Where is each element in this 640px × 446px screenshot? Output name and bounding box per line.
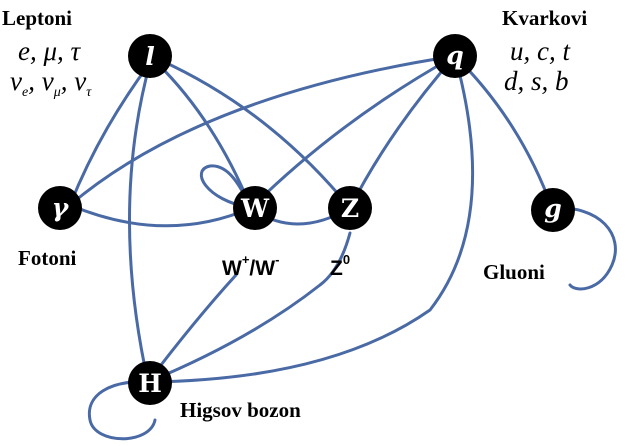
photon-node: γ (38, 186, 82, 230)
higgs-label: Higsov bozon (180, 398, 301, 422)
quark-node: q (433, 34, 477, 78)
z-node: Z (328, 186, 372, 230)
w-label-minus: - (275, 252, 280, 267)
edge-lepton-z (158, 58, 352, 210)
lepton-nu-e: v (10, 66, 22, 96)
edge-z-higgs (146, 231, 352, 384)
leptons-row2: ve, vμ, vτ (10, 66, 92, 100)
edge-lepton-higgs (128, 61, 152, 384)
z-label-zero: 0 (342, 252, 351, 267)
edge-lepton-w (155, 61, 253, 210)
z-symbol: Z (341, 194, 359, 223)
edge-quark-z (348, 54, 457, 210)
z-boson-label: Z0 (330, 252, 350, 281)
lepton-node: l (128, 34, 172, 78)
edge-higgs-self-loop (87, 380, 157, 441)
quark-symbol: q (446, 41, 463, 70)
lepton-symbol: l (145, 42, 155, 71)
higgs-symbol: H (138, 369, 162, 398)
higgs-node: H (128, 361, 172, 405)
gluon-symbol: g (544, 194, 561, 223)
lepton-nu-e-sub: e (21, 85, 29, 100)
w-node: W (233, 186, 277, 230)
photon-symbol: γ (52, 193, 70, 222)
z-label-base: Z (330, 257, 343, 280)
quarks-row2: d, s, b (504, 66, 569, 96)
gluon-label: Gluoni (483, 260, 545, 284)
edge-photon-w (68, 203, 253, 228)
edge-photon-quark (68, 54, 457, 207)
w-boson-label: W+/W- (222, 252, 279, 281)
edge-quark-higgs (146, 54, 475, 384)
lepton-nu-mu-sub: μ (53, 85, 61, 100)
edge-quark-w (249, 54, 457, 210)
w-label-mid: /W (249, 257, 276, 280)
leptons-row1: e, μ, τ (18, 36, 81, 66)
lepton-nu-mu: v (41, 66, 54, 96)
quarks-row1: u, c, t (510, 36, 570, 66)
leptons-title: Leptoni (2, 6, 73, 30)
gluon-node: g (531, 188, 575, 232)
edge-w-self-loop (199, 164, 253, 210)
lepton-nu-tau-sub: τ (86, 85, 92, 100)
lepton-nu-tau: v (74, 66, 87, 96)
edge-gluon-self-loop (550, 206, 617, 291)
edge-lepton-photon (68, 61, 152, 207)
w-label-base: W (222, 257, 242, 280)
w-label-plus: + (241, 252, 250, 267)
quarks-title: Kvarkovi (502, 6, 588, 30)
photon-label: Fotoni (18, 246, 77, 270)
w-symbol: W (240, 194, 270, 223)
